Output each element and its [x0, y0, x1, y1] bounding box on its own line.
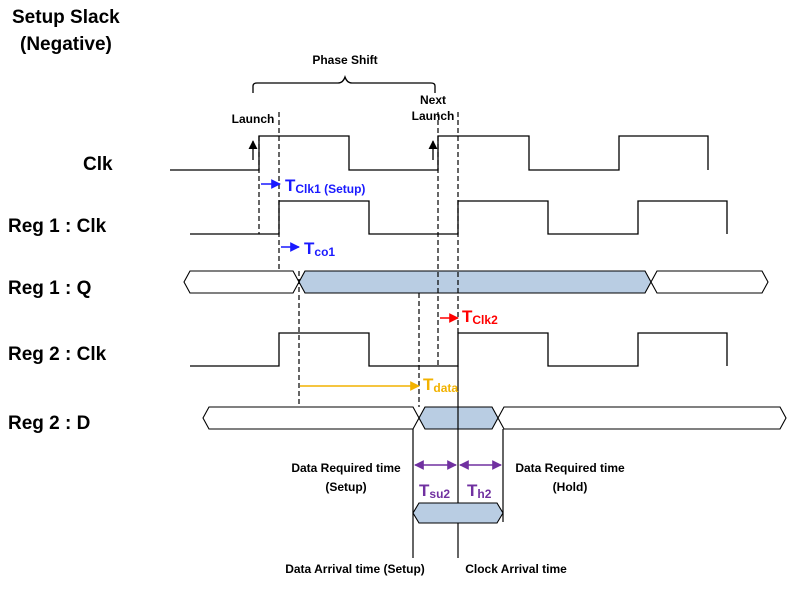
reg1-q-bus-before [183, 270, 300, 294]
drt-setup-line-1: Data Required time [291, 461, 401, 475]
th2-label: Th2 [467, 481, 492, 501]
title-line-2: (Negative) [20, 34, 112, 55]
drt-hold-line-1: Data Required time [515, 461, 625, 475]
row-label-clk: Clk [83, 154, 113, 175]
row-label-reg1-clk: Reg 1 : Clk [8, 216, 107, 237]
clock-arrival-label: Clock Arrival time [465, 562, 567, 576]
next-launch-label-2: Launch [412, 109, 455, 123]
tclk1-label: TClk1 (Setup) [285, 176, 365, 196]
reg1-q-bus-data [298, 270, 652, 294]
tdata-label: Tdata [423, 375, 458, 395]
row-label-reg2-clk: Reg 2 : Clk [8, 344, 107, 365]
tsu2-label: Tsu2 [419, 481, 450, 501]
row-label-reg2-d: Reg 2 : D [8, 413, 90, 434]
reg2-d-bus-before [202, 406, 420, 430]
drt-hold-line-2: (Hold) [553, 480, 588, 494]
reg1-q-bus-after [650, 270, 769, 294]
launch-label: Launch [232, 112, 275, 126]
reg2-clk-waveform [190, 332, 728, 367]
reg2-d-bus-after [497, 406, 787, 430]
row-label-reg1-q: Reg 1 : Q [8, 278, 91, 299]
clk-waveform [170, 135, 709, 171]
tclk2-label: TClk2 [462, 307, 498, 327]
required-window-bar [412, 502, 504, 524]
drt-setup-line-2: (Setup) [325, 480, 366, 494]
next-launch-label-1: Next [420, 93, 446, 107]
tco1-label: Tco1 [304, 239, 335, 259]
data-arrival-label: Data Arrival time (Setup) [285, 562, 425, 576]
phase-shift-brace [252, 74, 436, 93]
phase-shift-label: Phase Shift [312, 53, 377, 67]
title-line-1: Setup Slack [12, 7, 120, 28]
